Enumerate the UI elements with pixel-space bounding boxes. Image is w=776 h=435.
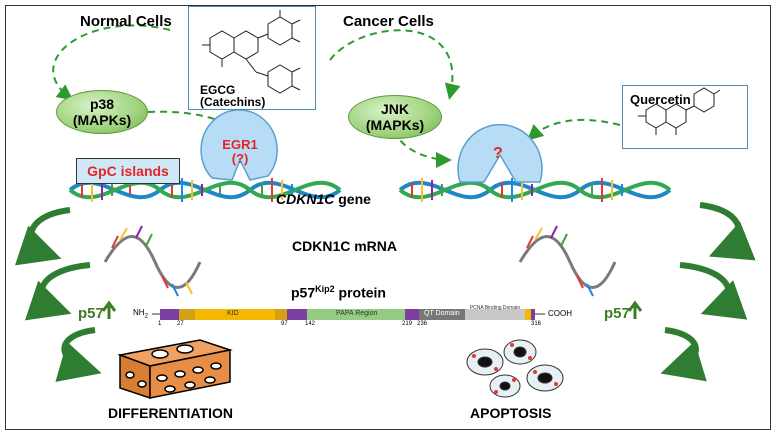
- egcg-class: (Catechins): [200, 95, 266, 109]
- flow-arrows-left: [14, 207, 102, 382]
- pos-1: 1: [158, 321, 162, 327]
- pathway-arrows: [52, 24, 621, 168]
- egr1-label: EGR1 (?): [216, 138, 264, 166]
- unknown-protein-shape: [457, 123, 543, 183]
- jnk-class: (MAPKs): [365, 117, 425, 133]
- normal-to-p38-arrow: [52, 24, 171, 101]
- pcna-segment-label: PCNA Binding Domain: [469, 305, 521, 311]
- p57-left-label: p57: [78, 305, 104, 322]
- mrna-right: [518, 225, 617, 297]
- pos-219: 219: [402, 321, 413, 327]
- egcg-to-jnk-arrow: [329, 29, 461, 100]
- egcg-structure: [202, 10, 301, 94]
- normal-cells-label: Normal Cells: [80, 13, 172, 30]
- qt-segment-label: QT Domain: [424, 310, 460, 317]
- jnk-name: JNK: [380, 101, 409, 117]
- dna-helix-right: [398, 178, 672, 202]
- protein-suffix: protein: [338, 284, 386, 301]
- cancer-cells-label: Cancer Cells: [343, 13, 434, 30]
- mrna-label: CDKN1C mRNA: [292, 238, 398, 254]
- quercetin-label: Quercetin: [630, 92, 691, 107]
- gpc-islands-box: GpC islands: [76, 158, 180, 184]
- mrna-left: [103, 225, 202, 297]
- egcg-name: EGCG: [200, 83, 236, 97]
- egr1-question: (?): [231, 151, 249, 166]
- flow-arrows-right: [660, 202, 756, 382]
- cooh-terminus: COOH: [548, 309, 572, 318]
- apoptosis-label: APOPTOSIS: [470, 405, 552, 421]
- protein-label: p57Kip2 protein: [291, 284, 386, 301]
- kid-segment-label: KID: [227, 310, 239, 317]
- egcg-label: EGCG (Catechins): [200, 84, 265, 108]
- egr1-protein-shape: [200, 109, 278, 181]
- papa-segment-label: PAPA Region: [336, 310, 378, 317]
- p38-name: p38: [89, 96, 115, 112]
- gene-suffix: gene: [338, 191, 371, 207]
- egr1-name: EGR1: [222, 137, 258, 152]
- unknown-factor-label: ?: [493, 145, 503, 162]
- quercetin-structure: [638, 87, 721, 135]
- nh2-text: NH: [133, 308, 145, 317]
- quercetin-box: [622, 85, 748, 149]
- p38-class: (MAPKs): [72, 112, 132, 128]
- figure-frame: [5, 5, 771, 430]
- protein-sup: Kip2: [315, 284, 335, 294]
- nh2-sub: 2: [144, 313, 148, 320]
- gene-label: CDKN1C gene: [276, 191, 371, 207]
- p57-up-arrow-left: [101, 300, 117, 319]
- pos-236: 236: [417, 321, 428, 327]
- jnk-mapk-node: JNK (MAPKs): [348, 95, 442, 139]
- p57-right-label: p57: [604, 305, 630, 322]
- apoptosis-cells: [466, 339, 564, 398]
- protein-name: p57: [291, 284, 316, 301]
- protein-domain-bar: [152, 309, 545, 320]
- dna-helix-left: [68, 178, 342, 202]
- pos-27: 27: [177, 321, 184, 327]
- differentiation-label: DIFFERENTIATION: [108, 405, 233, 421]
- p38-mapk-node: p38 (MAPKs): [56, 90, 148, 134]
- p57-up-arrow-right: [627, 300, 643, 319]
- differentiation-tissue: [117, 339, 233, 400]
- pos-316: 316: [531, 321, 542, 327]
- pos-97: 97: [281, 321, 288, 327]
- quercetin-to-binding-arrow: [527, 118, 621, 141]
- egcg-box: [188, 6, 316, 110]
- pos-142: 142: [305, 321, 316, 327]
- gene-name: CDKN1C: [276, 191, 335, 207]
- nh2-terminus: NH2: [133, 308, 148, 320]
